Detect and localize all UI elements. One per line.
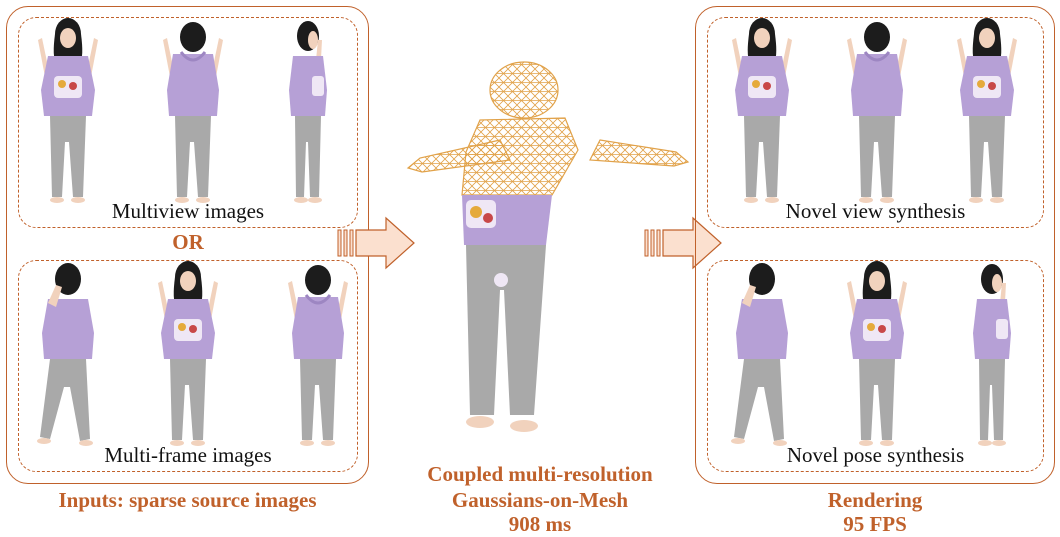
multiframe-images xyxy=(18,260,358,472)
method-line2: Gaussians-on-Mesh xyxy=(390,488,690,512)
multiview-front-figure xyxy=(38,18,98,203)
novel-pose-label: Novel pose synthesis xyxy=(707,443,1044,468)
novel-view-side-figure xyxy=(957,18,1017,203)
multiframe-walk-figure xyxy=(37,263,94,446)
method-timing: 908 ms xyxy=(390,512,690,536)
mesh-head xyxy=(490,62,558,118)
multiframe-back-figure xyxy=(288,265,348,446)
novel-view-front-figure xyxy=(732,18,792,203)
multiview-images xyxy=(18,17,358,228)
novel-pose-walk-figure xyxy=(731,263,788,446)
novel-pose-reach-figure xyxy=(847,261,907,446)
multiframe-label: Multi-frame images xyxy=(18,443,358,468)
rendering-title: Rendering xyxy=(695,488,1055,512)
multiview-back-figure xyxy=(163,22,223,203)
novel-view-images xyxy=(707,17,1044,228)
novel-pose-images xyxy=(707,260,1044,472)
novel-pose-side-figure xyxy=(973,264,1011,446)
novel-view-back-figure xyxy=(847,22,907,203)
multiview-side-figure xyxy=(289,21,327,203)
multiview-label: Multiview images xyxy=(18,199,358,224)
method-line1: Coupled multi-resolution xyxy=(390,462,690,486)
multiframe-front-figure xyxy=(158,261,218,446)
mesh-torso xyxy=(462,118,578,195)
inputs-title: Inputs: sparse source images xyxy=(6,488,369,512)
or-label: OR xyxy=(18,230,358,255)
mesh-right-arm xyxy=(590,140,688,166)
novel-view-label: Novel view synthesis xyxy=(707,199,1044,224)
pants-rendered xyxy=(466,245,546,415)
rendering-fps: 95 FPS xyxy=(695,512,1055,536)
